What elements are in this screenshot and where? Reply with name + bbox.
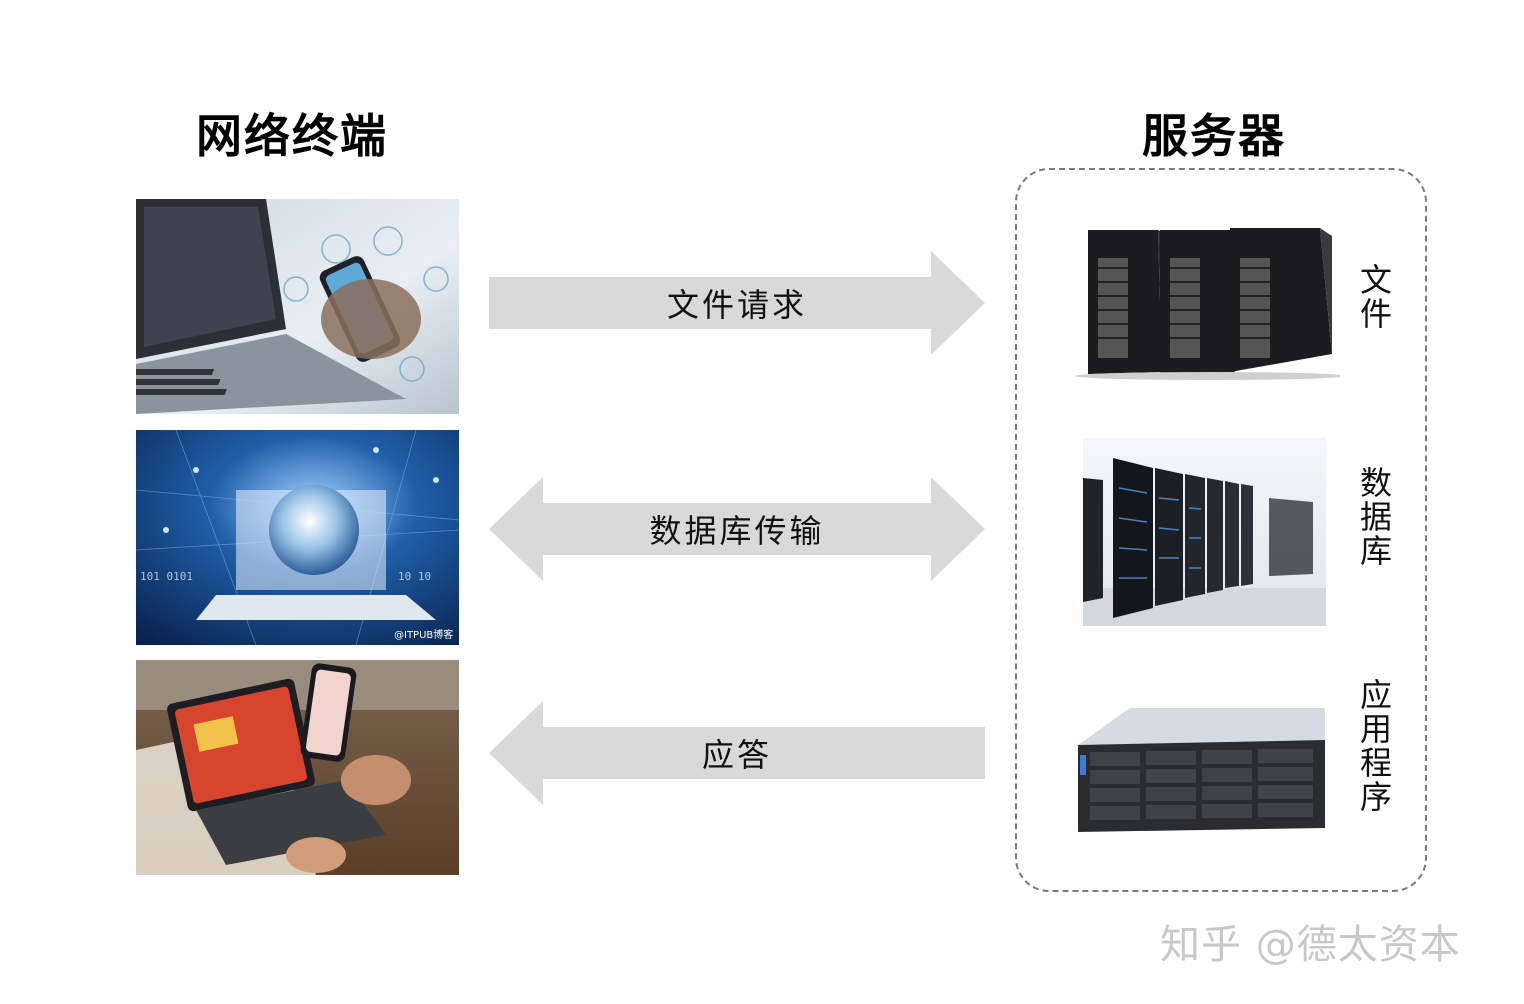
server-racks-photo xyxy=(1083,438,1326,626)
file-request-label: 文件请求 xyxy=(666,286,807,324)
server-group-box xyxy=(1015,168,1427,892)
file-request-arrow: 文件请求 xyxy=(489,251,985,355)
database-server-label: 数据库 xyxy=(1355,466,1393,568)
laptop-phone-photo xyxy=(136,199,459,414)
database-transfer-label: 数据库传输 xyxy=(649,512,825,550)
server-heading: 服务器 xyxy=(1142,109,1286,163)
itpub-caption: @ITPUB博客 xyxy=(394,628,453,641)
tower-servers-photo xyxy=(1070,222,1340,380)
response-label: 应答 xyxy=(701,736,772,774)
svg-text:10 10: 10 10 xyxy=(398,570,431,583)
database-transfer-arrow: 数据库传输 xyxy=(489,477,985,581)
zhihu-watermark: 知乎 @德太资本 xyxy=(1160,922,1461,968)
response-arrow: 应答 xyxy=(489,701,985,805)
application-server-label: 应用程序 xyxy=(1355,678,1393,814)
rack-server-photo xyxy=(1070,700,1332,835)
globe-laptop-photo: 101 0101 10 10 @ITPUB博客 xyxy=(136,430,459,645)
svg-text:101 0101: 101 0101 xyxy=(140,570,193,583)
tablet-phone-photo xyxy=(136,660,459,875)
terminal-heading: 网络终端 xyxy=(196,109,388,163)
file-server-label: 文件 xyxy=(1355,263,1393,331)
